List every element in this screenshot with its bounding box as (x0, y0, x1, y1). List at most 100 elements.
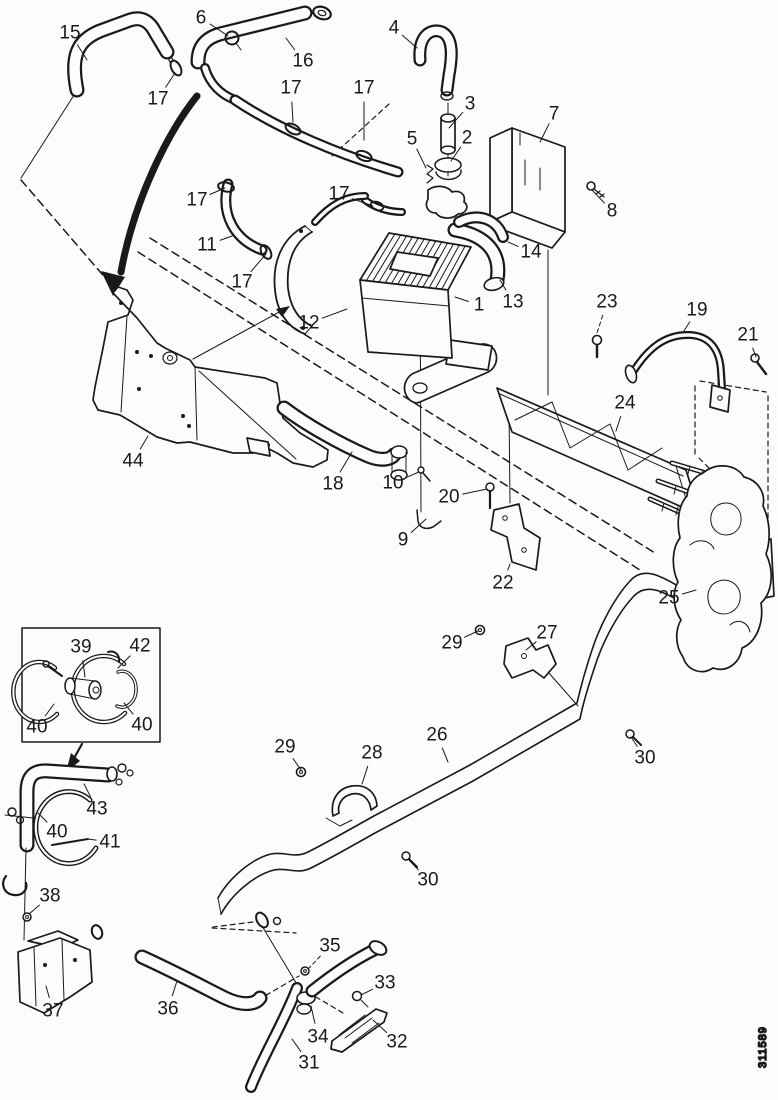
callout-13-17: 13 (502, 292, 523, 313)
leader-line-41-44 (87, 838, 97, 841)
callout-9-28: 9 (398, 530, 409, 551)
leader-line-27-32 (525, 641, 537, 651)
part-9-rod (416, 509, 442, 530)
leader-line-30-34 (630, 736, 638, 747)
part-38-screw (22, 912, 32, 922)
callout-24-26: 24 (614, 393, 636, 414)
part-25-casting (672, 465, 775, 673)
part-43-pipe-inner (21, 765, 114, 851)
part-31-pipe (245, 982, 303, 1093)
part-21-screw (750, 353, 768, 376)
part-1-cooler-unit (359, 232, 493, 371)
leader-line-36-47 (171, 980, 178, 997)
leader-line-33-49 (360, 988, 373, 996)
leader-line-37-46 (45, 985, 50, 999)
part-30-screw-b (401, 851, 418, 868)
callout-17-8: 17 (328, 184, 349, 205)
part-17-clamp-e (369, 200, 385, 212)
callout-6-1: 6 (196, 8, 207, 29)
callout-40-43: 40 (46, 822, 67, 843)
callout-21-22: 21 (737, 325, 758, 346)
part-33-clamp (351, 990, 369, 1008)
callout-15-0: 15 (59, 23, 80, 44)
callout-28-36: 28 (361, 743, 382, 764)
hose-to-31 (305, 940, 388, 998)
callout-1-18: 1 (474, 295, 485, 316)
part-22-bracket (490, 503, 541, 571)
elbow-fitting-under-16 (200, 63, 404, 178)
callout-23-20: 23 (596, 292, 617, 313)
part-16-hose-inner (192, 7, 311, 68)
callout-12-19: 12 (298, 313, 319, 334)
callout-36-47: 36 (157, 999, 178, 1020)
leader-line-40-41 (123, 702, 134, 715)
part-32-shield (330, 1008, 388, 1053)
part-43-pipe (19, 763, 134, 853)
fin-line (365, 233, 396, 282)
leader-line-5-12 (416, 148, 427, 169)
leader-line-38-45 (28, 904, 40, 915)
leader-line-28-36 (361, 765, 369, 785)
leader-line-22-29 (507, 563, 511, 571)
fin-line (372, 234, 402, 282)
part-11-hose (217, 178, 273, 260)
leader-line-32-52 (372, 1019, 388, 1034)
leader-line-40-40 (44, 703, 55, 717)
part-20-screw (485, 482, 495, 510)
callout-37-46: 37 (42, 1001, 63, 1022)
c-clip (2, 874, 28, 897)
part-11-hose-inner (222, 180, 266, 254)
callout-7-14: 7 (549, 104, 560, 125)
leader-line-24-26 (615, 415, 622, 432)
leader-line-17-5 (291, 101, 294, 123)
part-23-screw (591, 334, 603, 359)
leader-line-19-21 (683, 321, 691, 332)
leader-line-43-42 (83, 783, 92, 798)
part-4-hose-inner (415, 26, 456, 95)
callout-4-3: 4 (389, 18, 400, 39)
leader-line-25-30 (681, 589, 697, 595)
part-18-hose-inner (278, 402, 400, 465)
part-27-bracket (503, 637, 579, 707)
callout-25-30: 25 (658, 588, 679, 609)
part-6-ring (224, 30, 242, 51)
part-5-spring (426, 164, 434, 184)
part-17-clamp-f (259, 244, 273, 260)
part-12-shroud-inner (313, 194, 367, 224)
pipe-end-clamp (255, 911, 299, 987)
part-41-rod (51, 838, 89, 846)
part-18-hose (276, 400, 408, 481)
part-28-clamp (325, 784, 378, 827)
callout-30-37: 30 (417, 870, 438, 891)
callout-17-6: 17 (353, 78, 374, 99)
callout-42-39: 42 (129, 636, 150, 657)
part-3-cylinder (440, 102, 456, 177)
part-19-rod-inner (631, 333, 724, 390)
part-14-elbow-inner (455, 213, 507, 241)
leader-line-31-51 (291, 1038, 302, 1053)
hose-clamp-small (90, 924, 104, 940)
leader-line-17-4 (165, 72, 176, 88)
callout-17-4: 17 (147, 89, 168, 110)
leader-line-29-35 (292, 757, 302, 771)
leader-line-20-27 (462, 488, 488, 495)
callout-2-13: 2 (462, 128, 473, 149)
callout-39-38: 39 (70, 637, 91, 658)
part-19-rod (624, 330, 731, 413)
leader-line-15-long (20, 91, 77, 179)
leader-line-17-10 (250, 253, 267, 272)
part-17-clamp-b (284, 122, 302, 136)
fin-line (434, 244, 460, 290)
leader-line-30-37 (407, 858, 419, 871)
hanger-line (23, 847, 27, 941)
callout-14-16: 14 (520, 242, 542, 263)
callout-17-7: 17 (186, 190, 207, 211)
part-29-screw-a (474, 624, 486, 636)
callout-11-9: 11 (197, 235, 217, 256)
callout-17-10: 17 (231, 272, 252, 293)
part-7-bracket (489, 127, 566, 249)
part-36-hose-inner (136, 951, 266, 1009)
leader-line-10-25 (405, 471, 420, 479)
callout-26-33: 26 (426, 725, 447, 746)
